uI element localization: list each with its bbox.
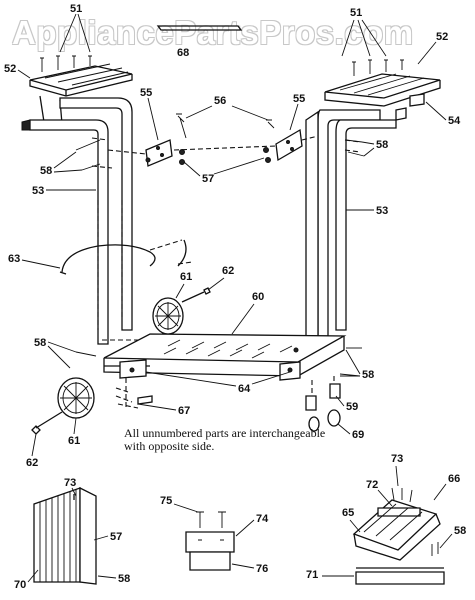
callout-58-shelf: 58 (454, 525, 466, 537)
callout-52-left: 52 (4, 63, 16, 75)
callout-57-panel: 57 (110, 531, 122, 543)
callout-55-right: 55 (293, 93, 305, 105)
callout-58-a: 58 (40, 165, 52, 177)
callout-66: 66 (448, 473, 460, 485)
callout-58-b: 58 (376, 139, 388, 151)
part-61-upper-wheel (152, 297, 184, 335)
callout-64: 64 (238, 383, 251, 395)
part-61-lower-wheel (57, 377, 95, 419)
callout-53-left: 53 (32, 185, 44, 197)
callout-58-panel: 58 (118, 573, 130, 585)
callout-53-right: 53 (376, 205, 388, 217)
part-70-side-panel (33, 486, 97, 585)
part-53-left-frame (21, 97, 133, 345)
part-52-right-side-shelf (324, 73, 441, 121)
alignment-lines (91, 135, 361, 341)
part-51-left-screws (40, 55, 92, 72)
callout-65: 65 (342, 507, 354, 519)
note-line-2: with opposite side. (124, 439, 215, 453)
callout-58-c: 58 (34, 337, 46, 349)
part-67-hardware (115, 378, 153, 409)
callout-67: 67 (178, 405, 190, 417)
callout-51-left: 51 (70, 3, 82, 15)
part-62-lower-axle (31, 411, 63, 435)
callout-58-d: 58 (362, 369, 374, 381)
callout-70: 70 (14, 579, 26, 591)
part-57-nuts (145, 147, 271, 165)
callout-61-upper: 61 (180, 271, 192, 283)
part-52-left-side-shelf (29, 63, 133, 125)
callout-56: 56 (214, 95, 226, 107)
callout-51-right: 51 (350, 7, 362, 19)
callout-68: 68 (177, 47, 189, 59)
callout-57-upper: 57 (202, 173, 214, 185)
callout-75: 75 (160, 495, 172, 507)
part-62-upper-axle (181, 287, 211, 303)
part-51-right-screws (352, 59, 404, 76)
part-69-caster-wheel (308, 376, 341, 432)
callout-52-right: 52 (436, 31, 448, 43)
callout-59: 59 (346, 401, 358, 413)
part-55-left-bracket (145, 139, 173, 167)
callout-71: 71 (306, 569, 318, 581)
callout-72: 72 (366, 479, 378, 491)
callout-62-upper: 62 (222, 265, 234, 277)
watermark: AppliancePartsPros.com (12, 14, 414, 51)
callout-63: 63 (8, 253, 20, 265)
part-53-right-frame (305, 109, 397, 337)
callout-73-panel: 73 (64, 477, 76, 489)
callout-73-shelf: 73 (391, 453, 403, 465)
callout-62-lower: 62 (26, 457, 38, 469)
note-line-1: All unnumbered parts are interchangeable (124, 426, 326, 440)
part-74-block (185, 511, 235, 571)
callouts: 51 52 68 51 52 54 55 56 55 58 57 58 5 (4, 3, 466, 591)
part-63-cord (59, 239, 193, 275)
part-68-handle (156, 25, 243, 31)
part-64-corner-brackets (119, 347, 301, 381)
callout-54: 54 (448, 115, 461, 127)
part-58-screws (75, 139, 365, 377)
part-59-caster (305, 383, 341, 411)
part-65-shelf-assembly (352, 487, 441, 561)
callout-76: 76 (256, 563, 268, 575)
part-71-base-plate (355, 567, 445, 585)
callout-55-left: 55 (140, 87, 152, 99)
callout-61-lower: 61 (68, 435, 80, 447)
interchangeable-note: All unnumbered parts are interchangeable… (124, 427, 334, 453)
callout-69: 69 (352, 429, 364, 441)
callout-60: 60 (252, 291, 264, 303)
part-55-right-bracket (275, 128, 303, 162)
part-56-screws (176, 113, 275, 139)
callout-74: 74 (256, 513, 269, 525)
